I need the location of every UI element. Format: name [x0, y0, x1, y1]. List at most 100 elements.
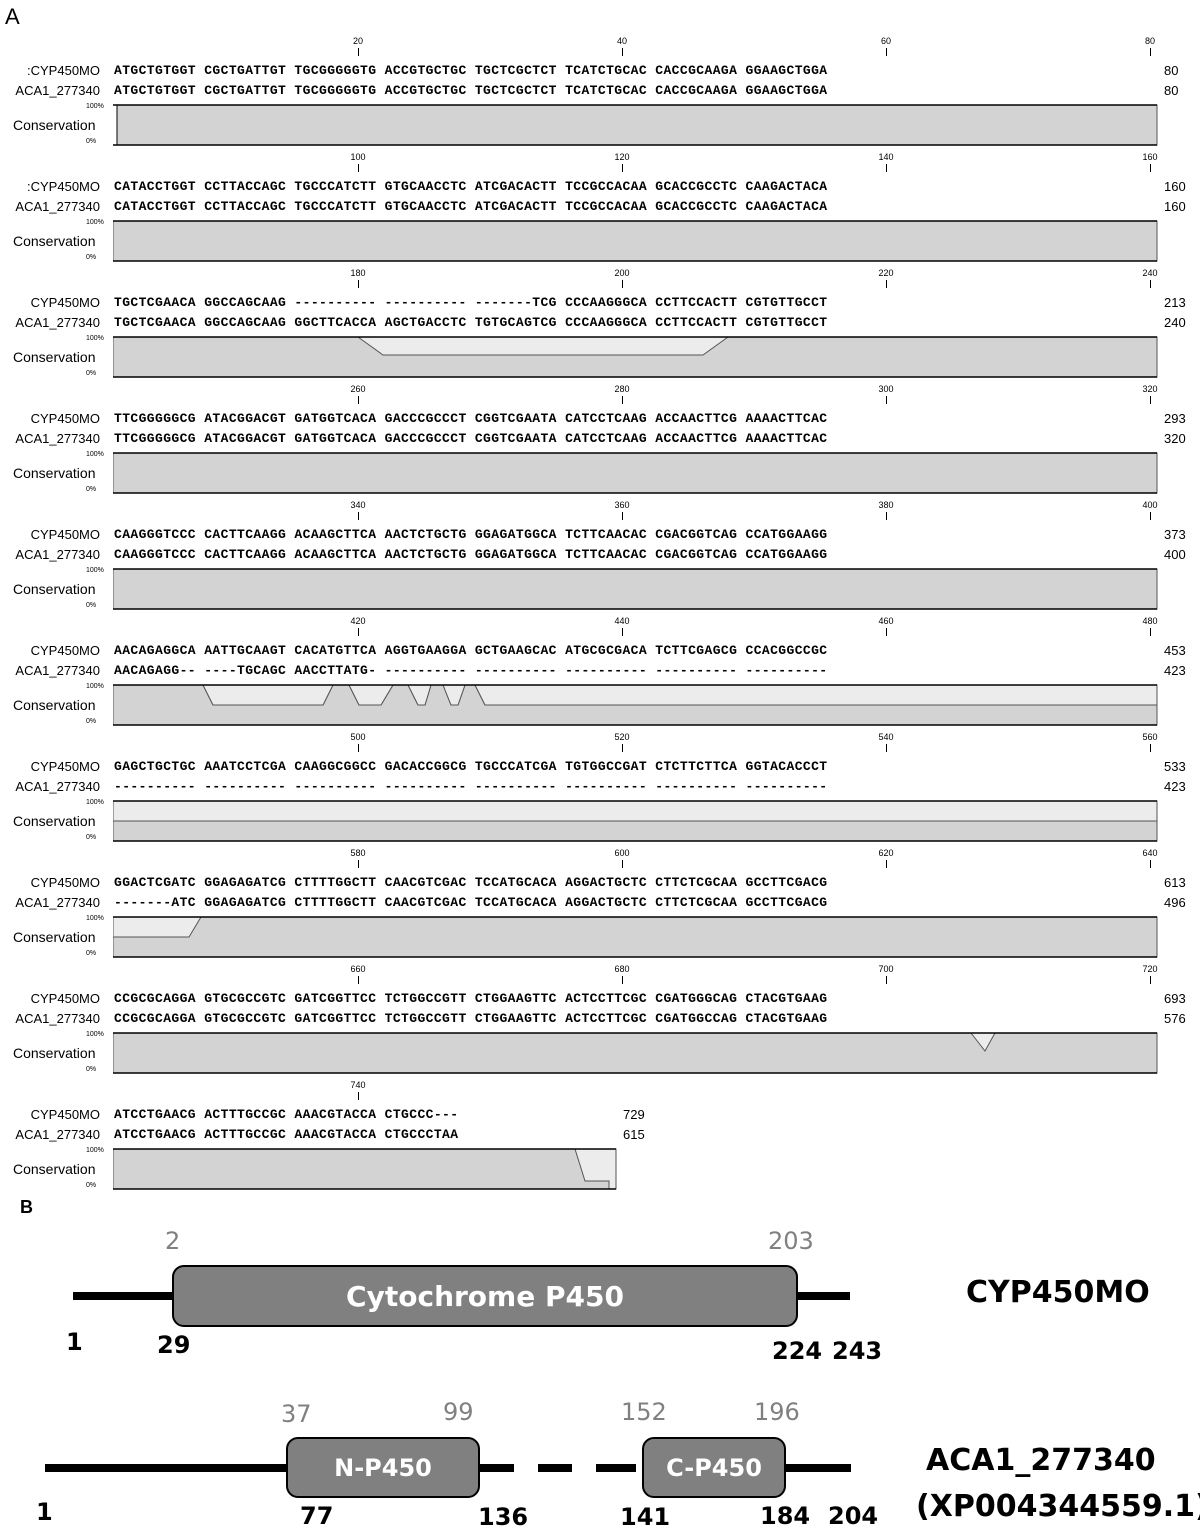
ruler-number: 40: [616, 36, 628, 46]
sequence-end-position: 373: [1164, 527, 1186, 542]
ruler-number: 480: [1142, 616, 1158, 626]
sequence-name: ACA1_277340: [0, 895, 100, 910]
sequence-name: ACA1_277340: [0, 83, 100, 98]
ruler-tick: [1150, 744, 1151, 752]
conservation-shape: [113, 220, 1158, 262]
conservation-0-label: 0%: [86, 254, 97, 261]
sequence-name-text: CYP450MO: [30, 643, 100, 658]
conservation-track: [113, 684, 1158, 726]
sequence-residues: TTCGGGGGCG ATACGGACGT GATGGTCACA GACCCGC…: [114, 411, 828, 426]
sequence-name: ACA1_277340: [0, 431, 100, 446]
ruler-tick: [622, 744, 623, 752]
ruler-tick: [886, 976, 887, 984]
sequence-end-position: 293: [1164, 411, 1186, 426]
conservation-shape: [113, 1032, 1158, 1074]
sequence-end-position: 240: [1164, 315, 1186, 330]
sequence-name-text: ACA1_277340: [15, 431, 100, 446]
conservation-label: Conservation: [13, 1161, 96, 1177]
sequence-residues: ATCCTGAACG ACTTTGCCGC AAACGTACCA CTGCCCT…: [114, 1127, 459, 1142]
conservation-label: Conservation: [13, 117, 96, 133]
ruler-tick: [358, 164, 359, 172]
conservation-label: Conservation: [13, 581, 96, 597]
aca-n-end: 136: [478, 1503, 529, 1531]
sequence-name-text: ACA1_277340: [15, 663, 100, 678]
ruler-tick: [886, 48, 887, 56]
ruler-tick: [358, 48, 359, 56]
ruler-number: 740: [350, 1080, 366, 1090]
ruler-number: 620: [878, 848, 894, 858]
conservation-label: Conservation: [13, 1045, 96, 1061]
sequence-name: ACA1_277340: [0, 663, 100, 678]
ruler-number: 520: [614, 732, 630, 742]
sequence-residues: ATCCTGAACG ACTTTGCCGC AAACGTACCA CTGCCC-…: [114, 1107, 459, 1122]
sequence-name: CYP450MO: [0, 1107, 100, 1122]
ruler-tick: [886, 280, 887, 288]
ruler-number: 300: [878, 384, 894, 394]
conservation-100-label: 100%: [86, 451, 104, 458]
ruler-number: 140: [878, 152, 894, 162]
conservation-track: [113, 452, 1158, 494]
sequence-residues: -------ATC GGAGAGATCG CTTTTGGCTT CAACGTC…: [114, 895, 828, 910]
ruler-tick: [358, 1092, 359, 1100]
aca-grey-n-end: 99: [443, 1398, 474, 1426]
ruler-number: 700: [878, 964, 894, 974]
ruler-tick: [622, 976, 623, 984]
ruler-tick: [1150, 976, 1151, 984]
aca-grey-c-start: 152: [621, 1398, 667, 1426]
ruler-tick: [886, 512, 887, 520]
ruler-tick: [622, 164, 623, 172]
sequence-end-position: 160: [1164, 199, 1186, 214]
conservation-shape: [116, 104, 1158, 146]
conservation-track: [113, 104, 1158, 146]
sequence-name-text: ACA1_277340: [15, 779, 100, 794]
ruler-tick: [622, 628, 623, 636]
conservation-shape: [356, 336, 730, 356]
sequence-end-position: 213: [1164, 295, 1186, 310]
conservation-100-label: 100%: [86, 219, 104, 226]
conservation-shape: [113, 568, 1158, 610]
aca-c-domain-box: C-P450: [642, 1437, 786, 1498]
ruler-tick: [886, 628, 887, 636]
sequence-name: CYP450MO: [0, 295, 100, 310]
ruler-tick: [886, 744, 887, 752]
ruler-tick: [1150, 512, 1151, 520]
sequence-name-text: CYP450MO: [30, 63, 100, 78]
cyp-name: CYP450MO: [966, 1275, 1150, 1310]
aca-n-start: 77: [300, 1502, 334, 1530]
ruler-number: 80: [1144, 36, 1156, 46]
sequence-end-position: 613: [1164, 875, 1186, 890]
sequence-name-text: CYP450MO: [30, 991, 100, 1006]
aca-backbone-right: [783, 1464, 851, 1472]
sequence-name-text: CYP450MO: [30, 527, 100, 542]
sequence-name-text: CYP450MO: [30, 759, 100, 774]
aca-n-domain-label: N-P450: [334, 1453, 432, 1482]
conservation-shape: [113, 800, 1158, 822]
cyp-domain-start: 29: [157, 1331, 191, 1359]
ruler-number: 180: [350, 268, 366, 278]
sequence-end-position: 496: [1164, 895, 1186, 910]
sequence-residues: TTCGGGGGCG ATACGGACGT GATGGTCACA GACCCGC…: [114, 431, 828, 446]
ruler-number: 380: [878, 500, 894, 510]
sequence-end-position: 400: [1164, 547, 1186, 562]
conservation-100-label: 100%: [86, 1031, 104, 1038]
sequence-name: ACA1_277340: [0, 315, 100, 330]
aca-name-line2: (XP004344559.1): [916, 1489, 1200, 1524]
conservation-label: Conservation: [13, 697, 96, 713]
ruler-tick: [622, 512, 623, 520]
sequence-residues: GGACTCGATC GGAGAGATCG CTTTTGGCTT CAACGTC…: [114, 875, 828, 890]
cyp-end: 243: [832, 1337, 883, 1365]
ruler-tick: [1150, 48, 1151, 56]
ruler-number: 100: [350, 152, 366, 162]
conservation-0-label: 0%: [86, 370, 97, 377]
sequence-name: ACA1_277340: [0, 1127, 100, 1142]
ruler-tick: [1150, 860, 1151, 868]
sequence-name-text: ACA1_277340: [15, 547, 100, 562]
sequence-end-position: 80: [1164, 83, 1179, 98]
sequence-name: CYP450MO: [0, 643, 100, 658]
conservation-shape: [113, 820, 1158, 842]
aca-start: 1: [36, 1498, 53, 1526]
